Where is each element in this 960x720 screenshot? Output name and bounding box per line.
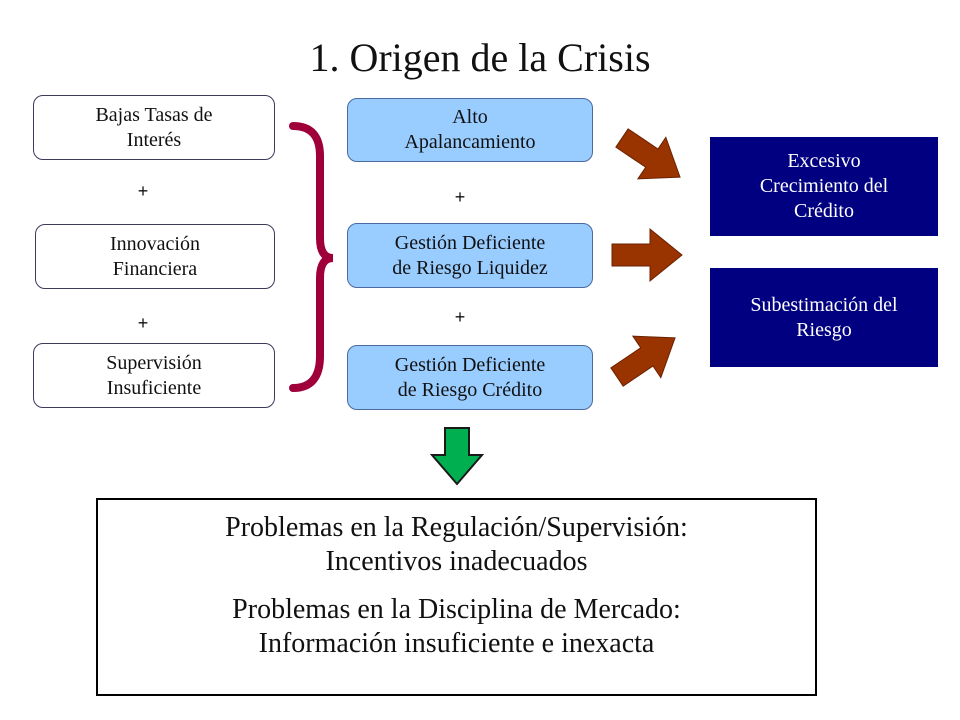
arrow-to-risk-underestimation	[610, 335, 676, 387]
factor-liquidity-risk-management: Gestión Deficiente de Riesgo Liquidez	[347, 223, 593, 288]
factor-credit-risk-management: Gestión Deficiente de Riesgo Crédito	[347, 345, 593, 410]
plus-sign: +	[137, 313, 149, 333]
arrow-to-credit-growth	[615, 128, 681, 180]
result-excessive-credit-growth: Excesivo Crecimiento del Crédito	[710, 137, 938, 236]
factor-financial-innovation: Innovación Financiera	[35, 224, 275, 289]
factor-high-leverage: Alto Apalancamiento	[347, 98, 593, 162]
factor-low-interest-rates: Bajas Tasas de Interés	[33, 95, 275, 160]
grouping-brace	[289, 122, 334, 392]
conclusion-market-discipline: Problemas en la Disciplina de Mercado: I…	[232, 594, 681, 659]
conclusion-regulation: Problemas en la Regulación/Supervisión: …	[225, 512, 688, 577]
page-title: 1. Origen de la Crisis	[309, 35, 651, 80]
result-risk-underestimation: Subestimación del Riesgo	[710, 268, 938, 367]
arrow-middle	[611, 227, 683, 283]
plus-sign: +	[454, 187, 466, 207]
factor-insufficient-supervision: Supervisión Insuficiente	[33, 343, 275, 408]
conclusion-box: Problemas en la Regulación/Supervisión: …	[96, 498, 817, 696]
plus-sign: +	[454, 307, 466, 327]
plus-sign: +	[137, 181, 149, 201]
down-arrow	[429, 427, 485, 486]
